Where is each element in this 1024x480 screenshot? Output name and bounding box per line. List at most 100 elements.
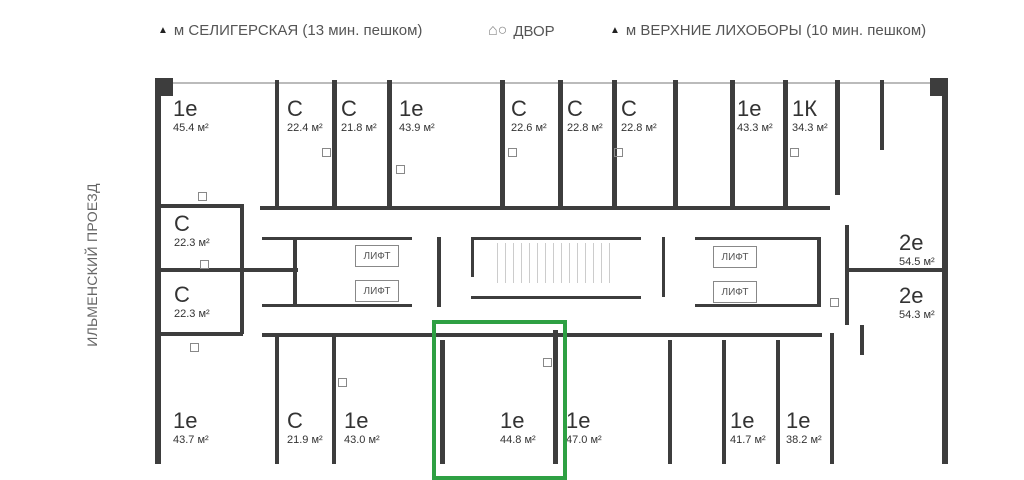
unit-type: 1е (737, 96, 762, 121)
unit-area: 21.9 м² (287, 434, 323, 446)
metro-arrow-icon: ▲ (610, 25, 620, 36)
wall (158, 268, 298, 272)
unit-type: С (567, 96, 583, 121)
wall (158, 204, 243, 208)
unit-type: 2е (899, 230, 924, 255)
wall (730, 80, 735, 210)
stove-icon (198, 192, 207, 201)
stove-icon (790, 148, 799, 157)
wall (673, 80, 678, 210)
lift-label: ЛИФТ (355, 245, 399, 267)
unit-type: 1е (173, 96, 198, 121)
stove-icon (396, 165, 405, 174)
wall (662, 237, 665, 297)
unit-area: 22.6 м² (511, 122, 547, 134)
unit-type: 2е (899, 283, 924, 308)
unit-type: 1е (500, 408, 525, 433)
stove-icon (830, 298, 839, 307)
wall (262, 304, 412, 307)
unit-area: 21.8 м² (341, 122, 377, 134)
wall (387, 80, 392, 210)
unit-area: 22.3 м² (174, 237, 210, 249)
wall (155, 78, 173, 96)
wall (332, 333, 336, 464)
selected-unit-highlight (432, 320, 567, 480)
lift-label: ЛИФТ (713, 246, 757, 268)
unit-area: 43.0 м² (344, 434, 380, 446)
street-label: ИЛЬМЕНСКИЙ ПРОЕЗД (84, 183, 100, 347)
stove-icon (614, 148, 623, 157)
wall (262, 237, 412, 240)
wall (776, 340, 780, 464)
unit-type: С (287, 96, 303, 121)
wall (783, 80, 788, 210)
unit-type: 1е (566, 408, 591, 433)
yard-text: ДВОР (513, 22, 555, 40)
wall (471, 296, 641, 299)
wall (332, 80, 337, 210)
lift-label: ЛИФТ (713, 281, 757, 303)
yard-label: ⌂○ ДВОР (488, 22, 555, 40)
unit-area: 54.5 м² (899, 256, 935, 268)
unit-type: С (174, 282, 190, 307)
wall (260, 206, 830, 210)
wall (695, 304, 820, 307)
wall (471, 237, 474, 277)
unit-type: 1е (173, 408, 198, 433)
wall (558, 80, 563, 210)
unit-type: 1е (786, 408, 811, 433)
stove-icon (543, 358, 552, 367)
metro-arrow-icon: ▲ (158, 25, 168, 36)
window-strip (160, 82, 944, 84)
stove-icon (200, 260, 209, 269)
wall (830, 333, 834, 464)
unit-type: 1е (344, 408, 369, 433)
yard-icon: ⌂○ (488, 22, 508, 39)
wall (845, 268, 945, 272)
wall (553, 330, 558, 464)
wall (293, 237, 297, 307)
wall (440, 340, 445, 464)
wall (275, 333, 279, 464)
wall (158, 332, 243, 336)
unit-type: 1е (730, 408, 755, 433)
stove-icon (508, 148, 517, 157)
wall (860, 325, 864, 355)
unit-type: 1К (792, 96, 818, 121)
wall (835, 80, 840, 195)
unit-area: 54.3 м² (899, 309, 935, 321)
staircase (497, 243, 612, 283)
wall (845, 225, 849, 325)
wall (471, 237, 641, 240)
wall (942, 78, 948, 464)
wall (668, 340, 672, 464)
wall (722, 340, 726, 464)
unit-area: 22.3 м² (174, 308, 210, 320)
wall (880, 80, 884, 150)
lift-label: ЛИФТ (355, 280, 399, 302)
unit-type: С (174, 211, 190, 236)
wall (500, 80, 505, 210)
wall (275, 80, 279, 210)
unit-area: 45.4 м² (173, 122, 209, 134)
